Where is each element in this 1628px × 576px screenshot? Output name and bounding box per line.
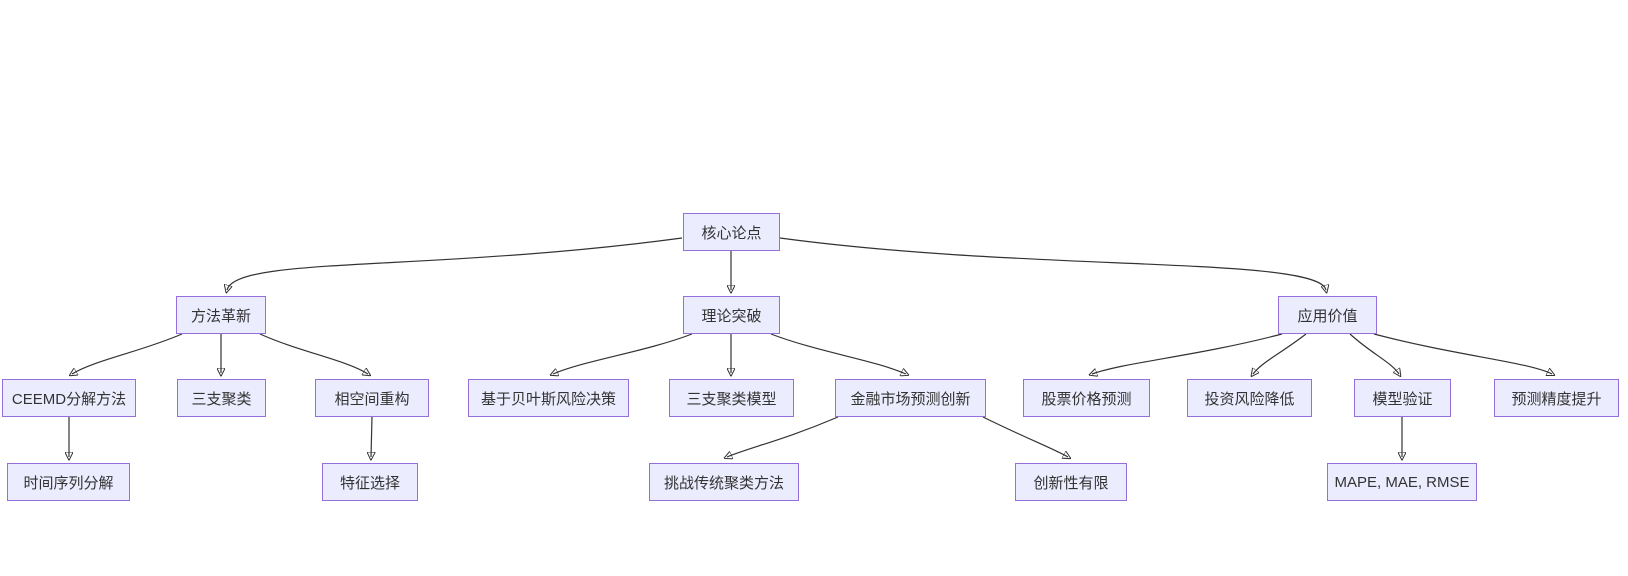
node-feature-selection: 特征选择 bbox=[322, 463, 418, 501]
node-ceemd-decomposition-method: CEEMD分解方法 bbox=[2, 379, 136, 417]
edge-application-to-risk bbox=[1253, 333, 1307, 374]
node-method-innovation: 方法革新 bbox=[176, 296, 266, 334]
edge-core-to-method bbox=[227, 237, 683, 290]
node-three-way-clustering-model: 三支聚类模型 bbox=[669, 379, 794, 417]
edge-method-to-ceemd bbox=[72, 333, 183, 374]
node-forecast-accuracy-improvement: 预测精度提升 bbox=[1494, 379, 1619, 417]
edge-fin-innov-to-limited bbox=[982, 416, 1068, 457]
node-core-thesis: 核心论点 bbox=[683, 213, 780, 251]
node-model-validation: 模型验证 bbox=[1354, 379, 1451, 417]
node-theory-breakthrough: 理论突破 bbox=[683, 296, 780, 334]
edge-application-to-validation bbox=[1349, 333, 1399, 374]
node-limited-innovation: 创新性有限 bbox=[1015, 463, 1127, 501]
edge-theory-to-bayes bbox=[553, 333, 693, 374]
edge-application-to-stock bbox=[1092, 333, 1283, 374]
node-three-way-clustering: 三支聚类 bbox=[177, 379, 266, 417]
node-financial-forecast-innovation: 金融市场预测创新 bbox=[835, 379, 986, 417]
edge-application-to-accuracy bbox=[1373, 333, 1552, 374]
node-evaluation-metrics: MAPE, MAE, RMSE bbox=[1327, 463, 1477, 501]
edge-method-to-phase bbox=[259, 333, 368, 374]
node-challenge-traditional-clustering: 挑战传统聚类方法 bbox=[649, 463, 799, 501]
node-investment-risk-reduction: 投资风险降低 bbox=[1187, 379, 1312, 417]
node-phase-space-reconstruction: 相空间重构 bbox=[315, 379, 429, 417]
edge-core-to-application bbox=[779, 237, 1326, 290]
edge-theory-to-fin-innov bbox=[770, 333, 906, 374]
node-time-series-decomposition: 时间序列分解 bbox=[7, 463, 130, 501]
node-stock-price-prediction: 股票价格预测 bbox=[1023, 379, 1150, 417]
node-application-value: 应用价值 bbox=[1278, 296, 1377, 334]
edge-fin-innov-to-challenge bbox=[727, 416, 839, 457]
node-bayesian-risk-decision: 基于贝叶斯风险决策 bbox=[468, 379, 629, 417]
edge-phase-to-feature-sel bbox=[371, 416, 372, 457]
